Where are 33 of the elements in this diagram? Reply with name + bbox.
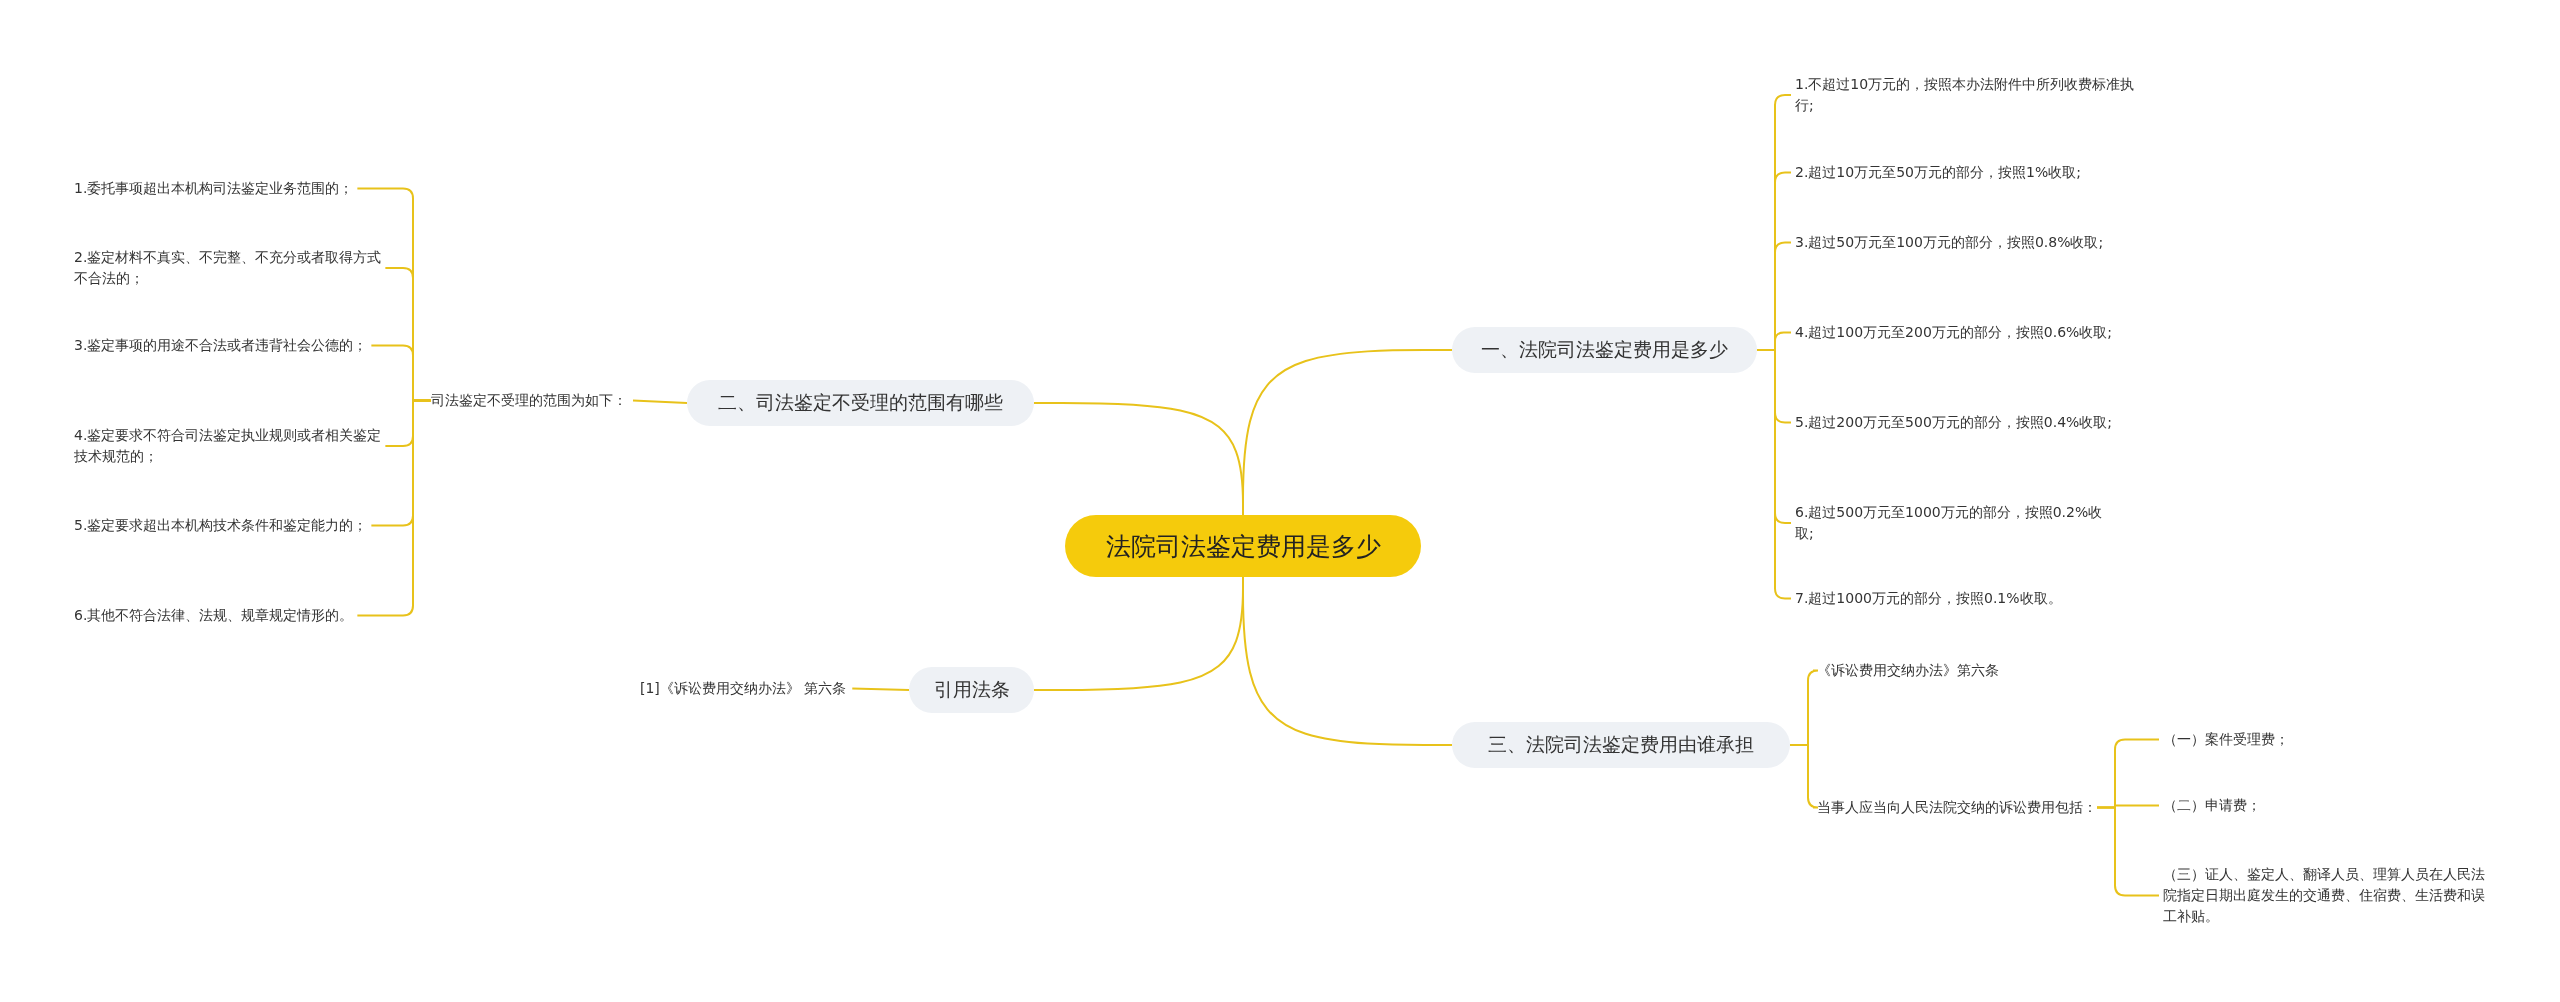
subtopic-text: 司法鉴定不受理的范围为如下： [431, 390, 627, 411]
subtopic-text: （三）证人、鉴定人、翻译人员、理算人员在人民法院指定日期出庭发生的交通费、住宿费、生活费和误工补贴。 [2163, 864, 2493, 927]
topic-pill: 三、法院司法鉴定费用由谁承担 [1452, 722, 1790, 768]
connector-line [2096, 806, 2160, 897]
subtopic-text: 6.其他不符合法律、法规、规章规定情形的。 [74, 605, 394, 626]
subtopic-text: 3.鉴定事项的用途不合法或者违背社会公德的； [74, 335, 394, 356]
subtopic-text: 2.超过10万元至50万元的部分，按照1%收取; [1795, 162, 2140, 183]
subtopic-text: 《诉讼费用交纳办法》第六条 [1817, 660, 1999, 681]
subtopic-text: 4.超过100万元至200万元的部分，按照0.6%收取; [1795, 322, 2120, 343]
connector-line [1242, 576, 1453, 746]
subtopic-text: 5.超过200万元至500万元的部分，按照0.4%收取; [1795, 412, 2120, 433]
subtopic-text: 3.超过50万元至100万元的部分，按照0.8%收取; [1795, 232, 2120, 253]
connector-line [1789, 744, 1819, 809]
connector-line [356, 399, 432, 617]
subtopic-text: 当事人应当向人民法院交纳的诉讼费用包括： [1817, 797, 2127, 818]
connector-line [1033, 402, 1244, 516]
connector-line [632, 399, 688, 404]
connector-line [851, 687, 910, 691]
connector-line [1756, 349, 1792, 600]
subtopic-text: 7.超过1000万元的部分，按照0.1%收取。 [1795, 588, 2140, 609]
subtopic-text: [1]《诉讼费用交纳办法》 第六条 [640, 678, 847, 699]
subtopic-text: 1.不超过10万元的，按照本办法附件中所列收费标准执行; [1795, 74, 2140, 116]
topic-pill: 一、法院司法鉴定费用是多少 [1452, 327, 1757, 373]
topic-pill: 二、司法鉴定不受理的范围有哪些 [687, 380, 1034, 426]
subtopic-text: 5.鉴定要求超出本机构技术条件和鉴定能力的； [74, 515, 394, 536]
central-topic: 法院司法鉴定费用是多少 [1065, 515, 1421, 577]
topic-pill: 引用法条 [909, 667, 1034, 713]
subtopic-text: （一）案件受理费； [2163, 729, 2493, 750]
subtopic-text: 4.鉴定要求不符合司法鉴定执业规则或者相关鉴定技术规范的； [74, 425, 394, 467]
subtopic-text: 1.委托事项超出本机构司法鉴定业务范围的； [74, 178, 394, 199]
subtopic-text: （二）申请费； [2163, 795, 2493, 816]
subtopic-text: 6.超过500万元至1000万元的部分，按照0.2%收取; [1795, 502, 2120, 544]
subtopic-text: 2.鉴定材料不真实、不完整、不充分或者取得方式不合法的； [74, 247, 394, 289]
